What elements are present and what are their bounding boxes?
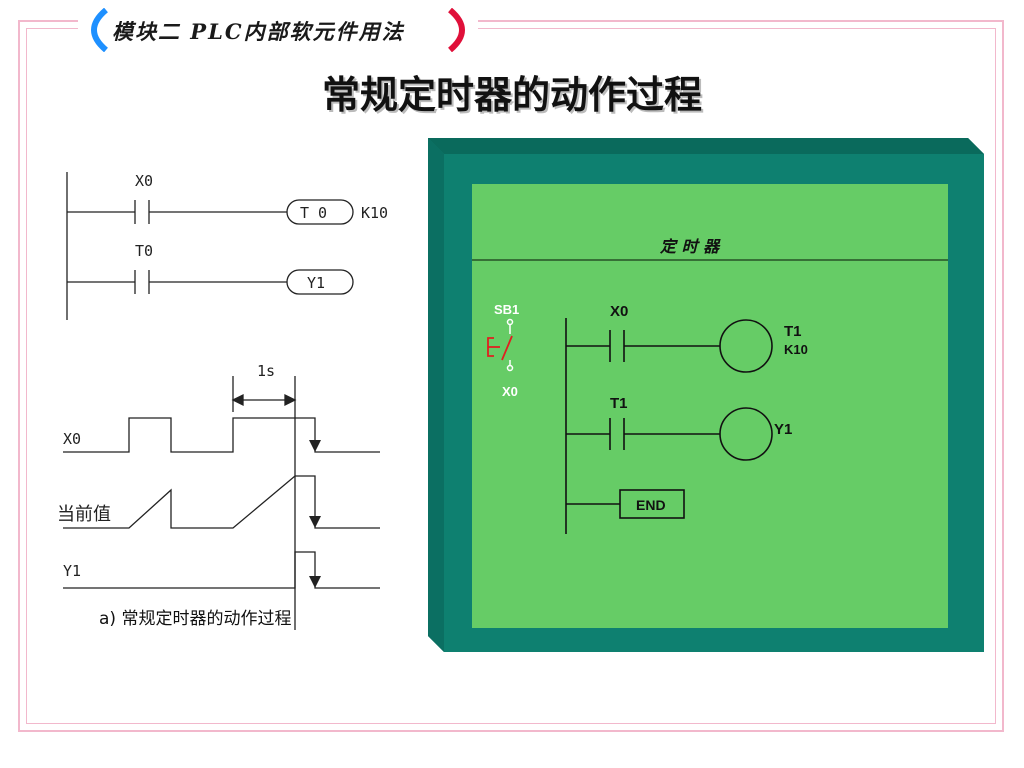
ladder-contact-x0-label: X0	[135, 172, 153, 190]
timing-row-current: 当前值	[57, 504, 111, 525]
ladder-coil-t0-label: T 0	[300, 204, 327, 222]
ladder-coil-y1-label: Y1	[307, 274, 325, 292]
timing-row-y1: Y1	[63, 562, 81, 580]
rung2-coil-name: Y1	[774, 421, 792, 438]
ladder-contact-t0-label: T0	[135, 242, 153, 260]
rung2-contact-label: T1	[610, 395, 628, 412]
slide-frame-inner	[26, 28, 996, 724]
rung1-coil-setting: K10	[784, 342, 808, 357]
timing-row-x0: X0	[63, 430, 81, 448]
pushbutton-switch-icon	[506, 318, 514, 372]
switch-x0-label: X0	[502, 384, 518, 399]
timer-animation-panel: 定 时 器 SB1 X0	[428, 138, 984, 652]
banner-text: 模块二 PLC内部软元件用法	[112, 19, 405, 44]
module-banner	[78, 7, 478, 53]
duration-label: 1s	[257, 362, 275, 380]
rung1-contact-label: X0	[610, 303, 628, 320]
end-instruction-label: END	[636, 497, 666, 513]
panel-title: 定 时 器	[659, 237, 721, 256]
rung1-coil-name: T1	[784, 323, 802, 340]
ladder-coil-setting: K10	[361, 204, 388, 222]
banner-brackets	[91, 7, 465, 53]
figure-caption: a) 常规定时器的动作过程	[99, 609, 292, 629]
switch-sb1-label: SB1	[494, 302, 519, 317]
slide-frame-outer	[18, 20, 1004, 732]
page-title: 常规定时器的动作过程	[321, 73, 702, 117]
timing-figure-svg: X0 T 0 K10 T0 Y1 1s X0 Y1 当前值	[57, 172, 388, 630]
timer-panel-svg: 定 时 器 SB1 X0	[428, 138, 984, 652]
timing-figure: X0 T 0 K10 T0 Y1 1s X0 Y1 当前值	[55, 160, 410, 640]
